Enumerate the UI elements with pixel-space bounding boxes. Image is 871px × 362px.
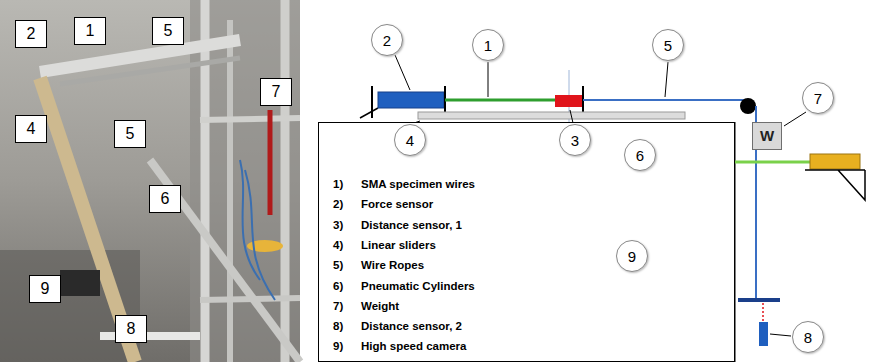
distance-sensor-1	[555, 95, 583, 107]
photo-ground	[0, 0, 300, 362]
callout-number: 2	[27, 25, 36, 43]
piston-rod	[733, 161, 810, 164]
key-number: 1)	[333, 177, 343, 191]
photo-callout-box: 5	[114, 120, 146, 148]
key-name: Linear sliders	[361, 238, 436, 252]
photo-callout-box: 5	[152, 17, 184, 45]
slider-rail	[40, 40, 240, 72]
key-name: Wire Ropes	[361, 258, 424, 272]
key-name: Distance sensor, 1	[361, 218, 462, 232]
linear-slider	[418, 112, 685, 119]
mount-brace	[360, 108, 378, 118]
photo	[0, 0, 300, 362]
diagonal-beam	[150, 160, 300, 362]
pneumatic-cylinder	[810, 154, 860, 169]
leader-line	[665, 62, 668, 97]
red-rod	[268, 110, 273, 215]
pulley	[740, 98, 756, 114]
frame-post	[201, 0, 210, 362]
photo-callout-box: 1	[74, 17, 106, 45]
callout-circle: 4	[394, 124, 426, 156]
leader-line	[784, 112, 806, 126]
photo-callout-box: 4	[15, 115, 47, 143]
callout-number: 1	[86, 22, 95, 40]
callout-number: 7	[814, 90, 822, 107]
photo-callout-box: 2	[15, 20, 47, 48]
callout-number: 7	[272, 83, 281, 101]
photo-callout-box: 9	[29, 275, 61, 303]
key-name: Weight	[361, 299, 399, 313]
weight-box: W	[752, 122, 782, 150]
key-name: Pneumatic Cylinders	[361, 279, 475, 293]
key-name: High speed camera	[361, 339, 466, 353]
photo-callout-box: 7	[260, 78, 292, 106]
laser-beam	[762, 303, 764, 322]
callout-circle: 1	[472, 29, 504, 61]
callout-circle: 7	[802, 82, 834, 114]
callout-number: 6	[161, 190, 170, 208]
target-plate	[738, 298, 780, 302]
key-number: 5)	[333, 258, 343, 272]
frame-beam	[200, 118, 300, 120]
force-sensor	[378, 92, 444, 108]
mount-post	[371, 86, 373, 118]
hose	[245, 170, 275, 300]
callout-number: 5	[126, 125, 135, 143]
bracket	[805, 170, 865, 200]
callout-number: 5	[664, 37, 672, 54]
slider-rail	[60, 58, 240, 84]
callout-number: 9	[41, 280, 50, 298]
callout-number: 9	[628, 248, 636, 265]
leader-line	[770, 334, 791, 336]
callout-circle: 8	[792, 321, 824, 353]
frame-post	[227, 20, 233, 362]
frame-post	[281, 0, 290, 362]
weight-label: W	[760, 127, 774, 144]
sma-wire	[445, 99, 555, 102]
leader-line	[488, 62, 489, 97]
key-name: SMA specimen wires	[361, 177, 475, 191]
callout-number: 1	[484, 37, 492, 54]
key-number: 8)	[333, 319, 343, 333]
callout-circle: 3	[559, 124, 591, 156]
callout-number: 8	[804, 329, 812, 346]
callout-circle: 2	[371, 24, 403, 56]
callout-number: 4	[406, 132, 414, 149]
callout-number: 4	[27, 120, 36, 138]
key-name: Distance sensor, 2	[361, 319, 462, 333]
callout-number: 8	[127, 320, 136, 338]
photo-shade	[190, 0, 300, 362]
callout-number: 6	[636, 147, 644, 164]
callout-circle: 6	[624, 139, 656, 171]
wire-rope	[583, 99, 745, 101]
key-number: 9)	[333, 339, 343, 353]
key-number: 6)	[333, 279, 343, 293]
key-number: 7)	[333, 299, 343, 313]
camera	[60, 270, 100, 296]
callout-circle: 9	[616, 240, 648, 272]
key-number: 4)	[333, 238, 343, 252]
callout-circle: 5	[652, 29, 684, 61]
callout-number: 3	[571, 132, 579, 149]
photo-callout-box: 8	[115, 315, 147, 343]
key-box: 1) SMA specimen wires 2) Force sensor 3) Dist…	[318, 122, 735, 362]
distance-sensor-2	[759, 322, 768, 346]
key-name: Force sensor	[361, 197, 433, 211]
callout-number: 5	[164, 22, 173, 40]
photo-callout-box: 6	[149, 185, 181, 213]
key-number: 3)	[333, 218, 343, 232]
leader-line	[395, 55, 410, 90]
key-number: 2)	[333, 197, 343, 211]
callout-number: 2	[383, 32, 391, 49]
